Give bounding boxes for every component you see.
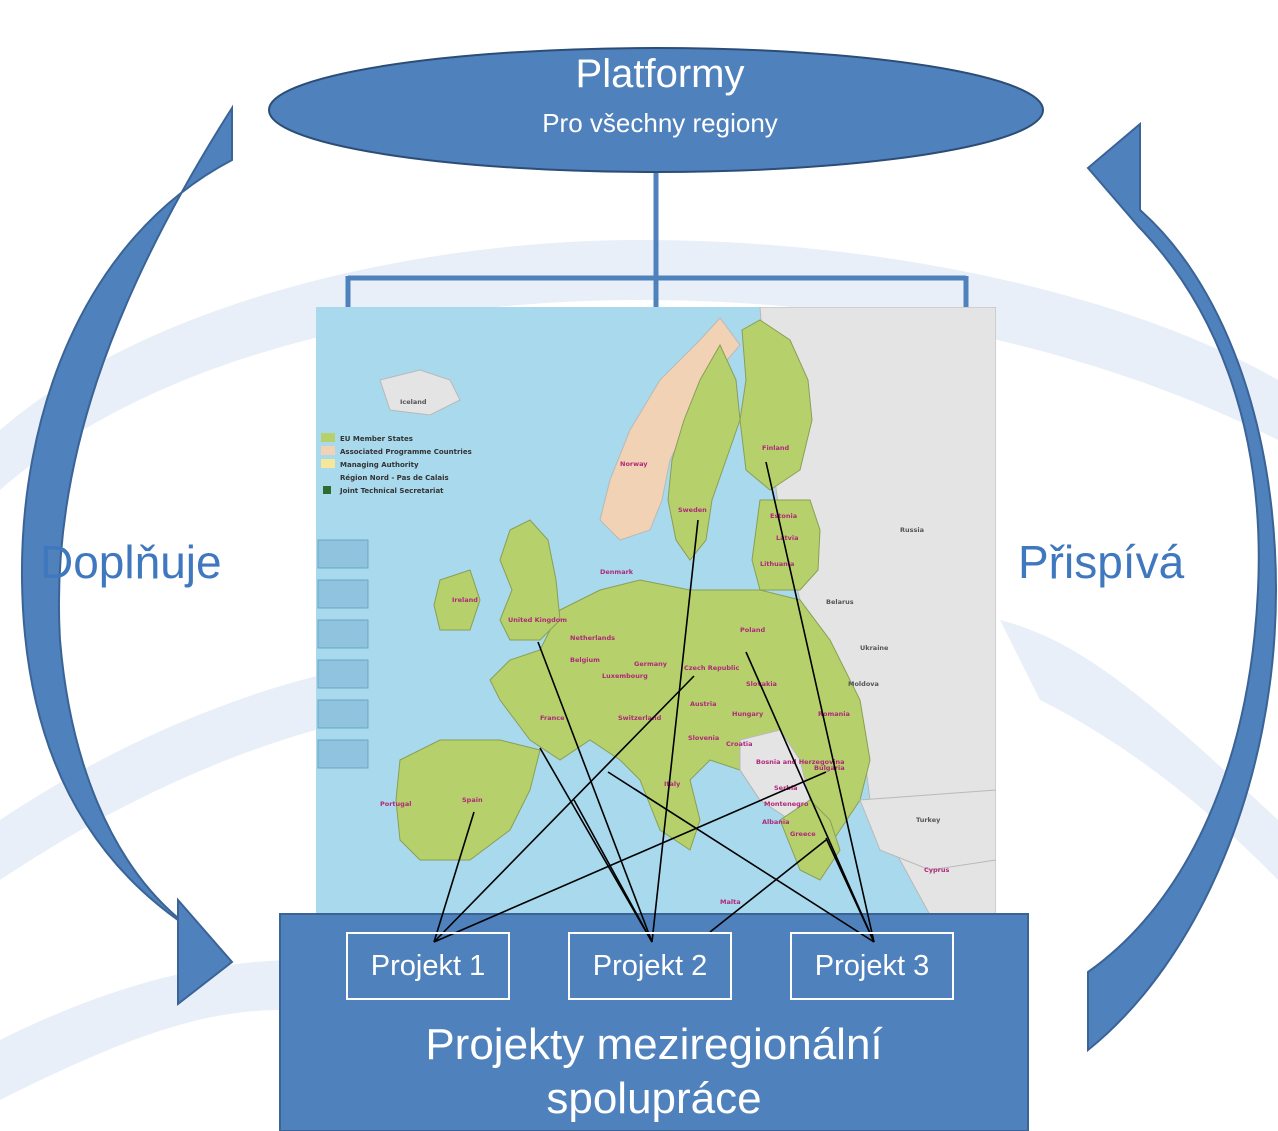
map-country-label: France [540,714,565,722]
map-region-ireland [433,569,481,631]
map-legend-3: Région Nord - Pas de Calais [340,474,449,482]
map-country-label: Estonia [770,512,797,520]
platform-connector [345,172,969,310]
map-country-label: Iceland [400,398,427,406]
europe-map: EU Member States Associated Programme Co… [316,307,996,915]
map-region-baltics [751,499,821,591]
projects-title-line1: Projekty meziregionální [425,1020,883,1069]
map-country-label: Bosnia and Herzegovina [756,758,845,766]
map-legend: EU Member States Associated Programme Co… [321,433,472,495]
map-country-label: Czech Republic [684,664,740,672]
map-region-finland [739,319,813,491]
map-country-label: Ukraine [860,644,889,652]
map-region-turkey [859,789,996,871]
map-country-label: Ireland [452,596,478,604]
connection-line [433,675,695,943]
map-country-label: Montenegro [764,800,809,808]
connection-line [825,837,875,943]
map-country-label: Hungary [732,710,764,718]
map-country-label: Greece [790,830,816,838]
project-2-box: Projekt 2 [568,932,732,1000]
right-arrow-label: Přispívá [1018,536,1185,588]
map-country-label: Bulgaria [814,764,845,772]
map-country-label: Slovakia [746,680,777,688]
connection-line [745,651,875,943]
map-country-label: Luxembourg [602,672,648,680]
connection-line [573,799,653,943]
connection-line [607,771,875,943]
project-1-box: Projekt 1 [346,932,510,1000]
connection-line [651,519,699,943]
left-arrow-label: Doplňuje [40,536,222,588]
map-legend-2: Managing Authority [340,461,419,469]
map-country-label: Malta [720,898,741,906]
connection-line [433,811,475,943]
platform-ellipse [268,47,1044,173]
project-3-box: Projekt 3 [790,932,954,1000]
map-country-label: Germany [634,660,668,668]
map-country-label: Albania [762,818,790,826]
map-country-label: Poland [740,626,765,634]
map-country-label: Portugal [380,800,411,808]
map-country-label: Turkey [916,816,941,824]
map-country-label: Austria [690,700,716,708]
map-country-label: Netherlands [570,634,615,642]
map-country-label: Switzerland [618,714,662,722]
projects-title-line2: spolupráce [546,1074,762,1123]
map-country-label: Moldova [848,680,879,688]
platform-title: Platformy [575,52,745,96]
connection-line [709,839,827,933]
map-country-label: Denmark [600,568,634,576]
map-insets [317,539,369,769]
map-region-iceland [379,369,461,416]
map-country-label: Romania [818,710,850,718]
map-country-label: Latvia [776,534,799,542]
right-curved-arrow [1086,121,1278,1053]
map-country-label: Croatia [726,740,753,748]
map-region-uk [499,519,561,641]
map-country-label: Norway [620,460,648,468]
connection-line [537,641,653,943]
project-connection-lines [433,461,875,943]
map-country-label: Slovenia [688,734,719,742]
map-country-label: Spain [462,796,483,804]
map-country-label: Russia [900,526,924,534]
map-country-label: United Kingdom [508,616,567,624]
projects-panel [279,913,1029,1131]
connection-line [433,771,827,943]
map-region-iberia [395,739,541,861]
map-country-label: Belarus [826,598,854,606]
map-country-label: Finland [762,444,790,452]
map-legend-1: Associated Programme Countries [340,448,472,456]
map-legend-4: Joint Technical Secretariat [339,487,444,495]
map-legend-0: EU Member States [340,435,413,443]
map-country-label: Cyprus [924,866,949,874]
left-curved-arrow [20,104,234,1007]
map-country-label: Lithuania [760,560,794,568]
map-country-label: Belgium [570,656,600,664]
map-country-label: Sweden [678,506,707,514]
map-country-label: Serbia [774,784,798,792]
map-country-label: Italy [664,780,681,788]
connection-line [765,461,875,943]
platform-subtitle: Pro všechny regiony [542,108,778,138]
